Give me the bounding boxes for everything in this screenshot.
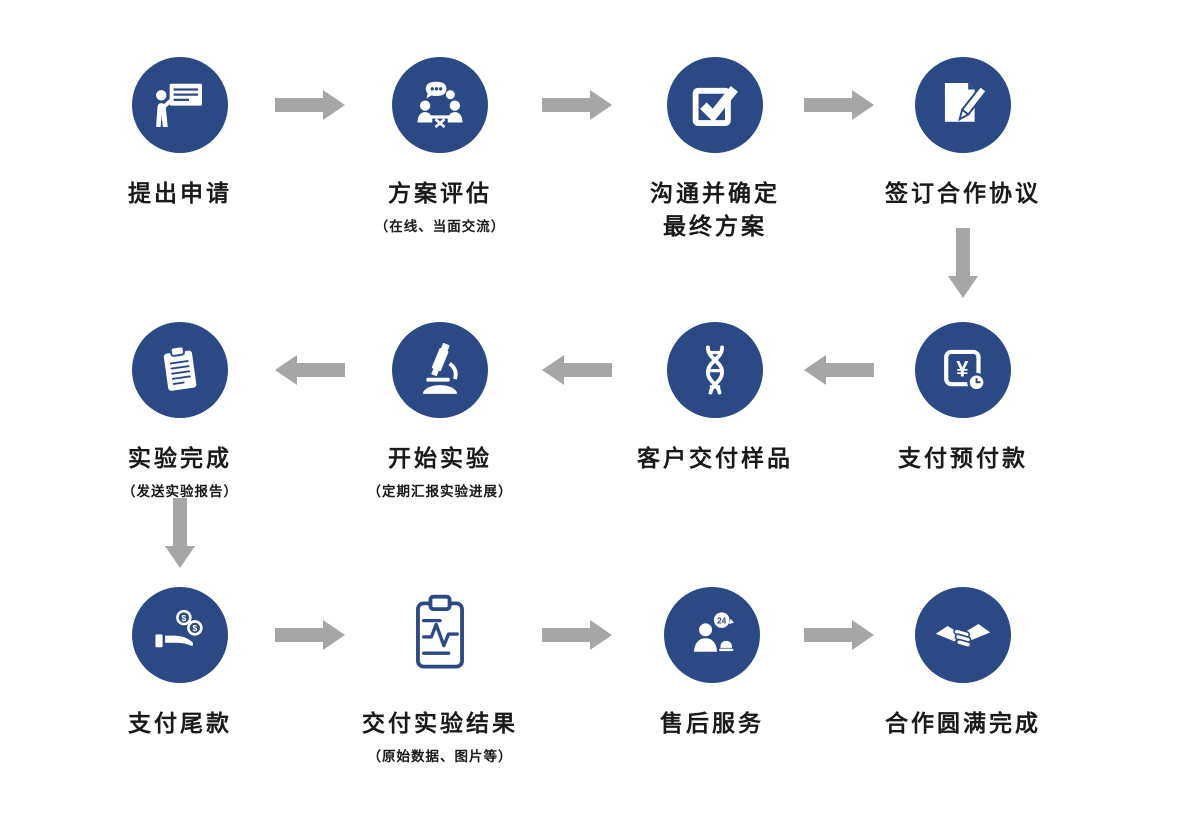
arrow-head (804, 355, 826, 385)
step-cooperation-complete: 合作圆满完成 (843, 587, 1083, 738)
step-final-payment: $ $ 支付尾款 (60, 587, 300, 738)
arrow-bar (542, 98, 590, 112)
arrow-head (275, 355, 297, 385)
arrow-bar (275, 628, 323, 642)
discussion-icon (417, 81, 463, 128)
step-title-line2: 最终方案 (663, 212, 767, 239)
arrow-bar (826, 363, 874, 377)
contract-pen-icon (944, 83, 987, 122)
flow-arrow-left-icon (804, 355, 874, 385)
arrow-head (165, 546, 195, 568)
after-sales-icon: 24 (693, 612, 734, 652)
step-title: 售后服务 (660, 710, 764, 736)
flow-arrow-right-icon (804, 90, 874, 120)
arrow-head (323, 90, 345, 120)
step-icon-circle (915, 587, 1011, 683)
step-icon-circle (667, 322, 763, 418)
svg-text:$: $ (182, 613, 187, 623)
step-deliver-samples: 客户交付样品 (595, 322, 835, 473)
step-after-sales-service: 24 售后服务 (592, 587, 832, 738)
step-start-experiment: 开始实验 （定期汇报实验进展） (320, 322, 560, 500)
report-icon (163, 345, 197, 391)
step-title: 方案评估 (388, 180, 492, 206)
step-title: 沟通并确定 (650, 180, 780, 206)
arrow-bar (564, 363, 612, 377)
step-icon-plain (392, 587, 488, 683)
step-experiment-complete: 实验完成 （发送实验报告） (60, 322, 300, 500)
final-payment-icon: $ $ (155, 609, 203, 648)
flow-arrow-down-icon (948, 228, 978, 298)
step-deliver-results: 交付实验结果 （原始数据、图片等） (320, 587, 560, 765)
step-plan-evaluation: 方案评估 （在线、当面交流） (320, 57, 560, 235)
arrow-head (590, 620, 612, 650)
step-title: 支付预付款 (898, 445, 1028, 471)
flow-arrow-down-icon (165, 498, 195, 568)
step-title: 合作圆满完成 (885, 710, 1041, 736)
step-subtitle: （在线、当面交流） (374, 218, 506, 234)
presentation-icon (156, 83, 202, 127)
step-subtitle: （发送实验报告） (122, 483, 238, 499)
dna-sample-icon (705, 345, 725, 395)
step-title: 支付尾款 (128, 710, 232, 736)
step-icon-circle (392, 322, 488, 418)
flow-arrow-right-icon (275, 90, 345, 120)
arrow-head (852, 620, 874, 650)
step-icon-circle (132, 57, 228, 153)
step-sign-agreement: 签订合作协议 (843, 57, 1083, 208)
step-title: 交付实验结果 (362, 710, 518, 736)
svg-text:¥: ¥ (956, 356, 969, 381)
arrow-bar (297, 363, 345, 377)
arrow-bar (804, 98, 852, 112)
arrow-head (852, 90, 874, 120)
svg-text:$: $ (193, 623, 198, 633)
arrow-bar (173, 498, 187, 546)
arrow-bar (956, 228, 970, 276)
arrow-bar (804, 628, 852, 642)
step-submit-application: 提出申请 (60, 57, 300, 208)
advance-payment-icon: ¥ (944, 349, 986, 392)
flow-arrow-right-icon (275, 620, 345, 650)
flow-arrow-left-icon (542, 355, 612, 385)
flow-arrow-right-icon (542, 620, 612, 650)
results-clipboard-icon (416, 594, 464, 669)
microscope-icon (423, 342, 458, 394)
arrow-bar (275, 98, 323, 112)
flow-arrow-right-icon (804, 620, 874, 650)
handshake-icon (935, 624, 991, 649)
step-icon-circle (915, 57, 1011, 153)
step-title: 实验完成 (128, 445, 232, 471)
step-confirm-final-plan: 沟通并确定 最终方案 (595, 57, 835, 241)
step-icon-circle (392, 57, 488, 153)
step-icon-circle (667, 57, 763, 153)
step-icon-circle: ¥ (915, 322, 1011, 418)
svg-text:24: 24 (717, 615, 727, 625)
step-icon-circle: 24 (664, 587, 760, 683)
step-title: 签订合作协议 (885, 180, 1041, 206)
arrow-head (590, 90, 612, 120)
step-title: 开始实验 (388, 445, 492, 471)
step-icon-circle: $ $ (132, 587, 228, 683)
arrow-bar (542, 628, 590, 642)
flow-arrow-right-icon (542, 90, 612, 120)
step-subtitle: （原始数据、图片等） (367, 748, 513, 764)
step-title: 客户交付样品 (637, 445, 793, 471)
step-subtitle: （定期汇报实验进展） (367, 483, 513, 499)
step-icon-circle (132, 322, 228, 418)
step-advance-payment: ¥ 支付预付款 (843, 322, 1083, 473)
arrow-head (323, 620, 345, 650)
flow-arrow-left-icon (275, 355, 345, 385)
arrow-head (948, 276, 978, 298)
arrow-head (542, 355, 564, 385)
checkbox-icon (692, 86, 738, 126)
step-title: 提出申请 (128, 180, 232, 206)
